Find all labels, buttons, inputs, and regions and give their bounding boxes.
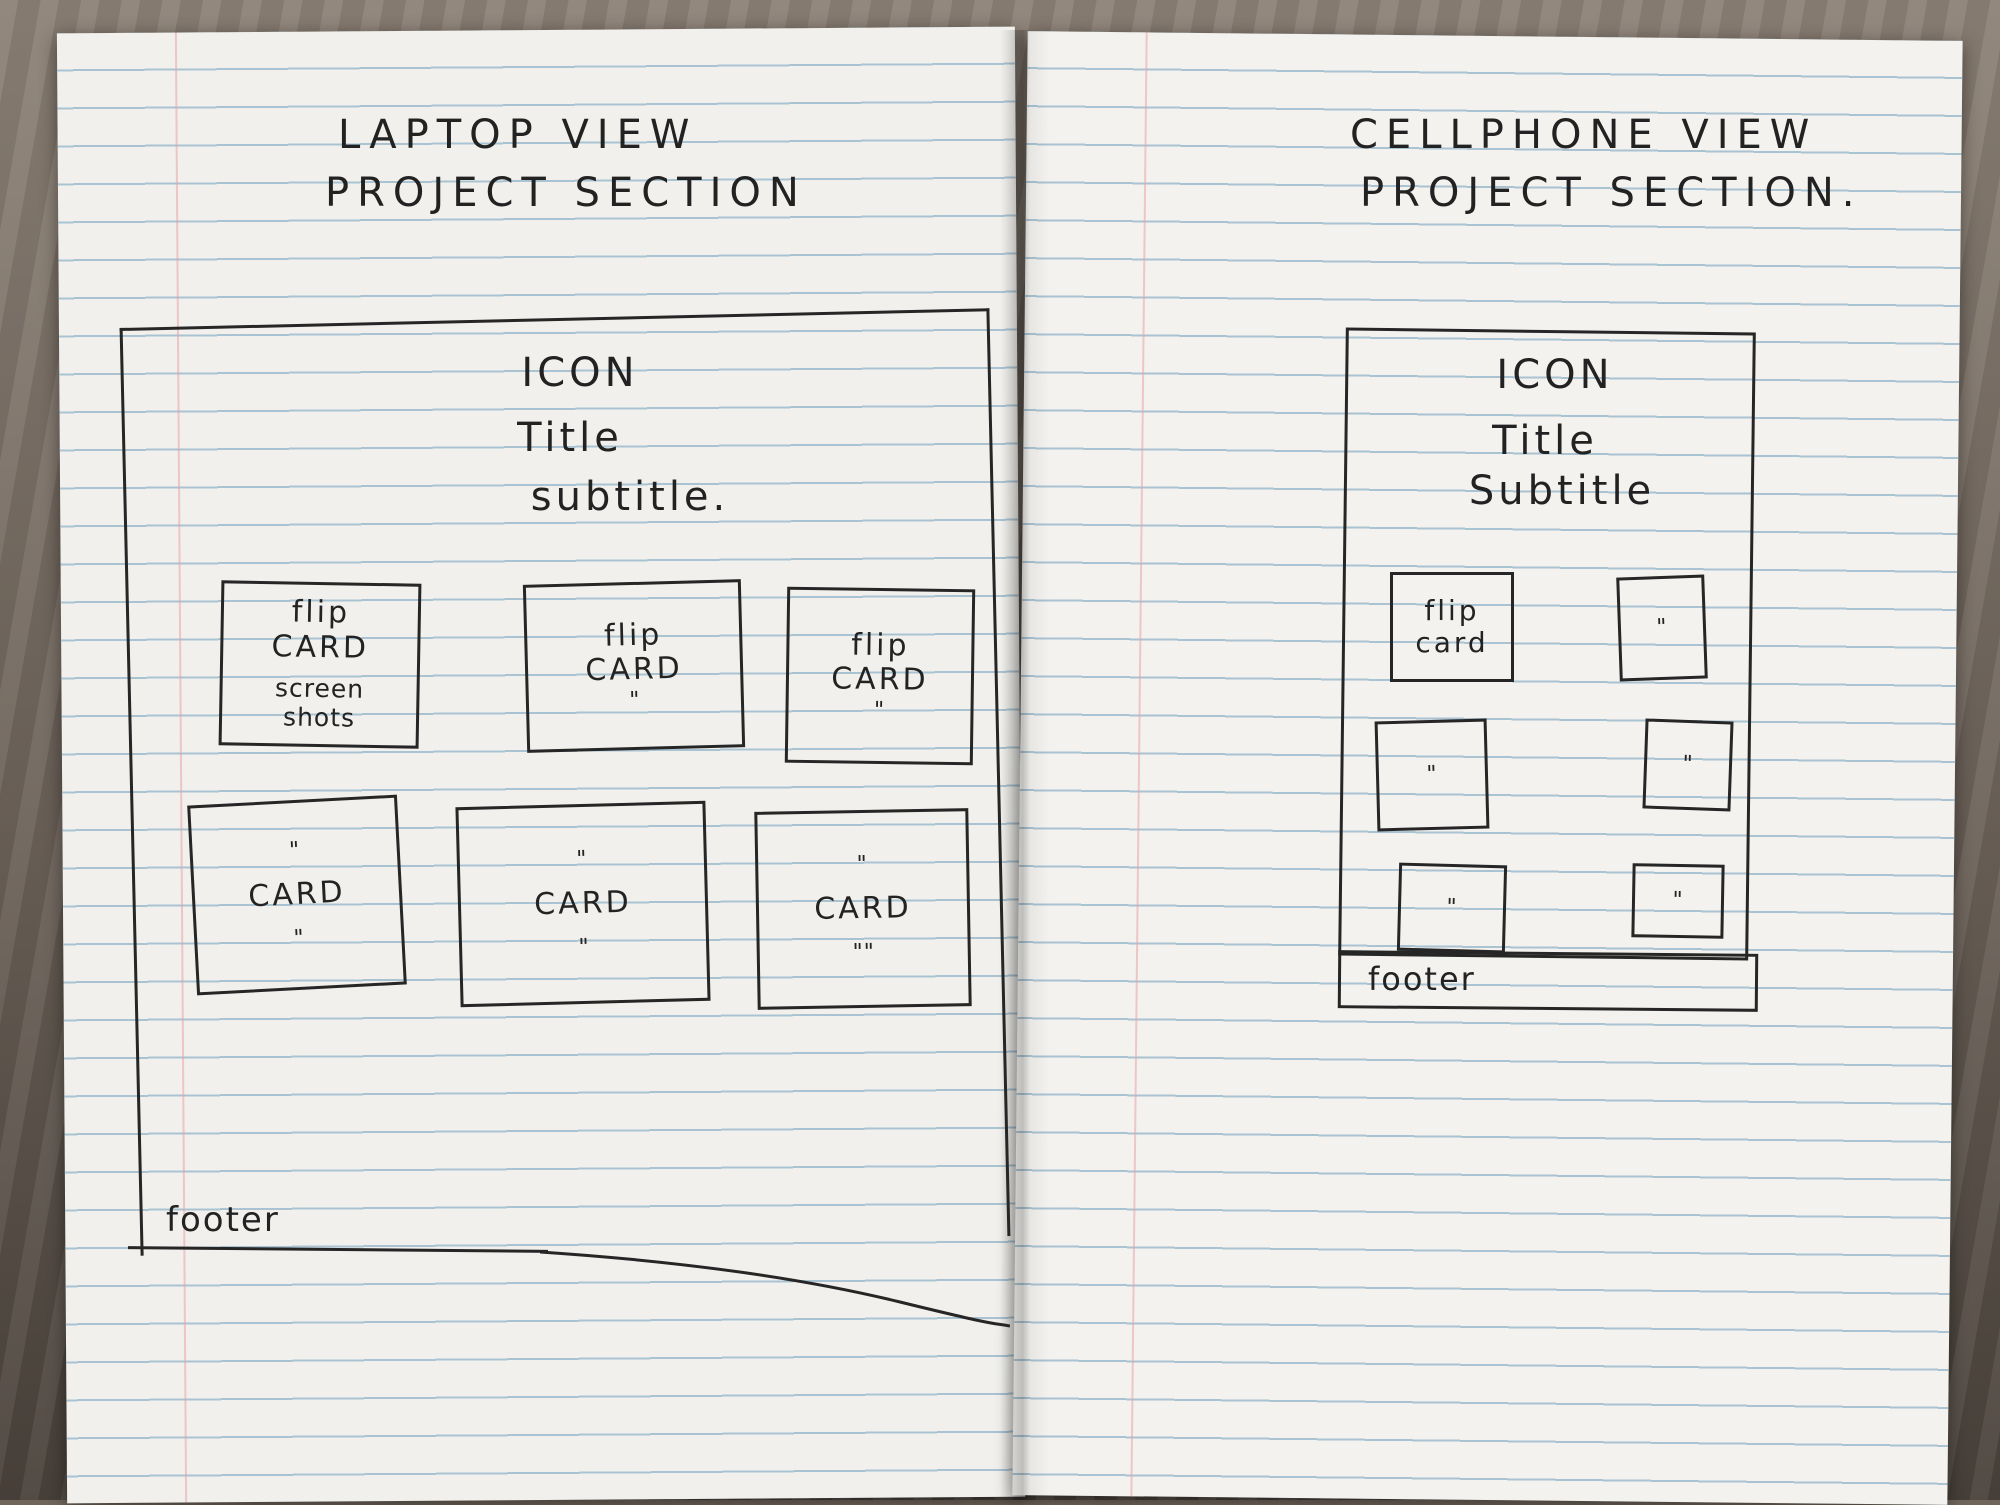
card-line: flip [851, 627, 910, 664]
cellphone-card: " [1642, 718, 1734, 812]
card-line: CARD [830, 661, 929, 699]
card-line: flip [603, 617, 663, 654]
card-line: CARD [584, 651, 684, 689]
laptop-flip-card: flip CARD screen shots [218, 580, 422, 749]
laptop-subtitle-placeholder: subtitle. [530, 474, 730, 520]
laptop-card: " CARD " [187, 794, 407, 996]
laptop-card: " CARD " [455, 800, 711, 1008]
margin-line [1130, 32, 1148, 1497]
cellphone-flip-card: flip card [1390, 572, 1514, 682]
card-line: " [1655, 615, 1668, 641]
card-line: CARD [813, 889, 912, 927]
card-line: "" [852, 940, 876, 966]
laptop-flip-card: flip CARD " [522, 579, 746, 753]
cellphone-heading-line2: PROJECT SECTION. [1360, 170, 1863, 216]
card-line: flip [1424, 593, 1480, 627]
card-line: " [575, 847, 588, 873]
card-line: " [629, 687, 641, 713]
card-line: shots [282, 702, 356, 733]
cellphone-title-placeholder: Title [1492, 418, 1598, 464]
cellphone-heading-line1: CELLPHONE VIEW [1350, 112, 1818, 158]
laptop-flip-card: flip CARD " [784, 586, 976, 766]
cellphone-icon-placeholder: ICON [1496, 352, 1614, 398]
cellphone-card: " [1396, 862, 1508, 954]
cellphone-card: " [1374, 718, 1490, 832]
card-line: " [1446, 895, 1458, 921]
card-line: " [1426, 762, 1438, 788]
cellphone-card: " [1616, 574, 1708, 682]
card-line: " [1682, 752, 1695, 778]
card-line: flip [291, 594, 351, 631]
card-line: CARD [533, 884, 633, 923]
card-line: " [1672, 888, 1684, 914]
laptop-footer-label: footer [166, 1200, 280, 1240]
card-line: " [293, 925, 306, 952]
laptop-heading-line1: LAPTOP VIEW [338, 112, 698, 158]
card-line: CARD [247, 874, 347, 915]
laptop-heading-line2: PROJECT SECTION [325, 170, 807, 216]
laptop-card: " CARD "" [754, 808, 972, 1010]
card-line: " [873, 697, 886, 723]
card-line: screen [274, 673, 365, 705]
card-line: card [1415, 626, 1489, 659]
laptop-icon-placeholder: ICON [521, 350, 639, 396]
cellphone-subtitle-placeholder: Subtitle [1468, 468, 1656, 514]
cellphone-card: " [1631, 863, 1725, 939]
card-line: " [288, 838, 301, 864]
card-line: " [578, 935, 591, 961]
laptop-title-placeholder: Title [517, 415, 623, 461]
card-line: " [856, 852, 869, 878]
cellphone-footer-label: footer [1368, 960, 1476, 998]
laptop-bottom-curve [540, 1250, 1010, 1328]
card-line: CARD [271, 628, 370, 666]
notebook-gutter [1000, 30, 1050, 1500]
